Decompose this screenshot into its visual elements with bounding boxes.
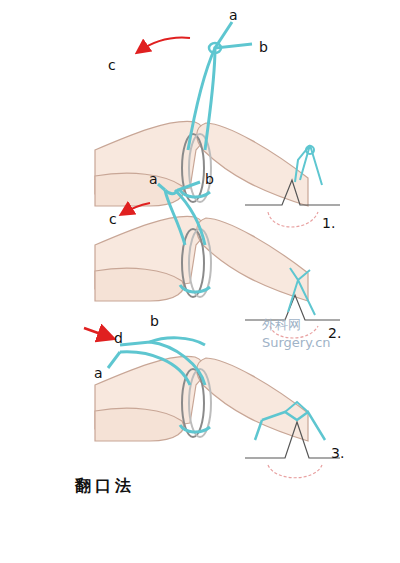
thread-label: c xyxy=(109,212,117,226)
callout-number: 3. xyxy=(331,446,344,460)
thread-label: d xyxy=(114,331,123,345)
caption: 翻口法 xyxy=(75,478,135,494)
watermark: Surgery.cn xyxy=(262,336,331,349)
thread-label: a xyxy=(229,8,238,22)
thread-label: a xyxy=(149,172,158,186)
thread-label: a xyxy=(94,366,103,380)
thread-label: b xyxy=(259,40,268,54)
thread-label: b xyxy=(150,314,159,328)
thread-label: b xyxy=(205,172,214,186)
callout-number: 1. xyxy=(322,216,335,230)
watermark: 外科网 xyxy=(262,318,301,331)
thread-label: c xyxy=(108,58,116,72)
